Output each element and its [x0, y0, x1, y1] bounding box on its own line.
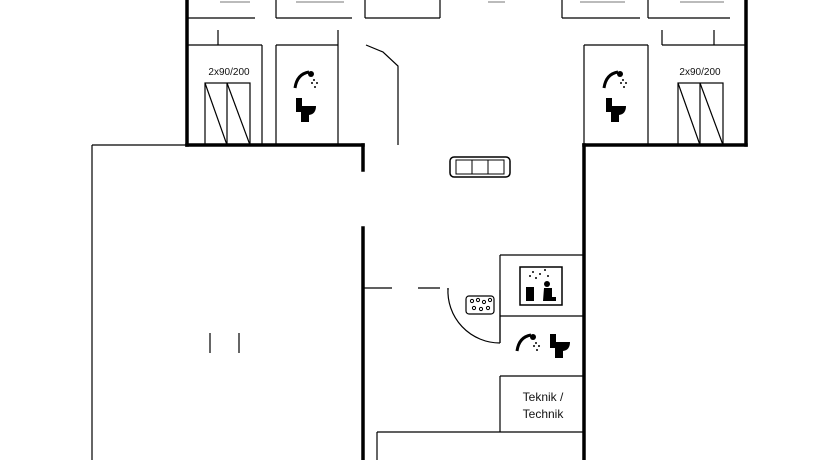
technik-room-label: Teknik / Technik	[505, 389, 581, 423]
whirlpool-icon	[465, 295, 495, 315]
shower-icon	[293, 70, 318, 89]
toilet-icon	[296, 98, 316, 122]
left-wing-interior	[187, 30, 399, 145]
sauna-icon	[519, 266, 563, 306]
toilet-icon	[550, 334, 570, 358]
technik-label-line2: Technik	[522, 407, 564, 421]
upper-wing-walls	[185, 0, 748, 147]
service-rooms	[376, 254, 584, 460]
sofa-icon	[449, 156, 511, 178]
technik-label-line1: Teknik /	[522, 390, 564, 404]
shower-icon	[515, 333, 540, 352]
bunk-bed-icon	[204, 82, 724, 146]
main-walls	[91, 143, 586, 460]
top-room-partitions	[187, 0, 730, 19]
window-marks	[209, 333, 240, 353]
toilet-icon	[606, 98, 626, 122]
bedroom-left-bed-label: 2x90/200	[208, 67, 250, 78]
shower-icon	[602, 70, 627, 89]
right-wing-interior	[583, 30, 746, 145]
bedroom-right-bed-label: 2x90/200	[679, 67, 721, 78]
